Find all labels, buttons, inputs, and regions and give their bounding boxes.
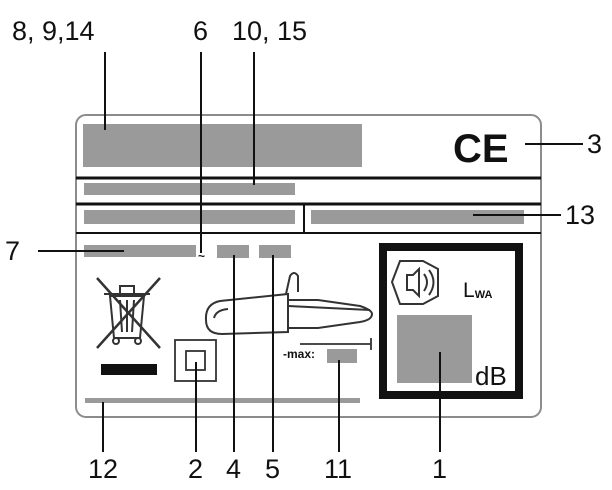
field-voltage — [84, 245, 196, 257]
lwa-symbol: LWA — [463, 279, 492, 302]
callout-12: 12 — [88, 454, 118, 484]
leader-lines — [38, 52, 583, 452]
callout-5: 5 — [265, 454, 280, 484]
tilde-symbol: ~ — [198, 249, 205, 263]
field-13 — [311, 210, 524, 224]
callout-6: 6 — [193, 16, 208, 46]
callout-1: 1 — [432, 454, 447, 484]
callout-4: 4 — [226, 454, 241, 484]
callout-3: 3 — [587, 129, 602, 159]
callout-7: 7 — [5, 236, 20, 266]
chainsaw-bar-icon — [204, 272, 374, 350]
ce-mark: CE — [453, 127, 509, 171]
max-label: -max: — [283, 347, 315, 361]
callout-10-15: 10, 15 — [232, 16, 307, 46]
weee-bin-icon — [96, 277, 161, 349]
db-unit: dB — [475, 361, 507, 391]
callout-2: 2 — [188, 454, 203, 484]
field-model — [84, 183, 295, 195]
field-power — [259, 245, 291, 258]
callout-11: 11 — [324, 454, 352, 484]
callout-8-9-14: 8, 9,14 — [12, 16, 95, 46]
field-frequency — [217, 245, 249, 258]
callout-13: 13 — [565, 200, 595, 230]
field-12 — [85, 398, 360, 403]
field-max — [327, 349, 357, 363]
speaker-icon — [390, 260, 439, 305]
field-manufacturer — [83, 124, 362, 167]
weee-bar — [101, 364, 157, 375]
field-sound-level — [397, 315, 472, 383]
field-serial — [84, 210, 295, 224]
